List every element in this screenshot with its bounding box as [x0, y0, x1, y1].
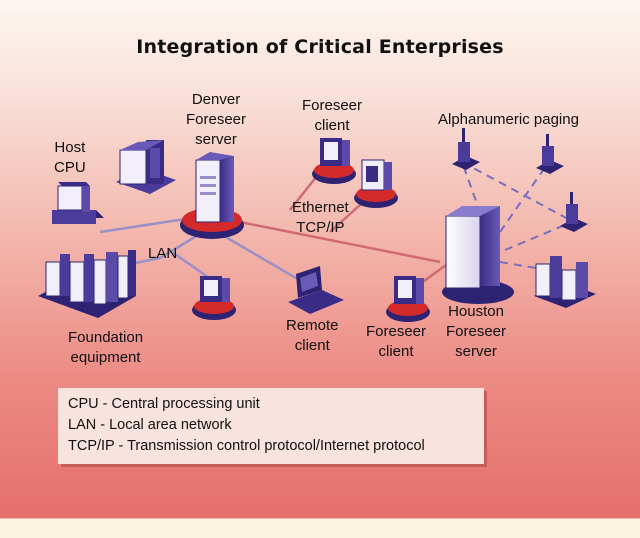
- pager-tower-icon-3: [560, 192, 588, 232]
- link-pager-mesh: [461, 161, 571, 221]
- legend-item-lan: LAN - Local area network: [68, 417, 232, 433]
- foreseer-client-second-icon: [354, 159, 398, 208]
- pager-tower-icon-2: [536, 134, 564, 174]
- pager-tower-icon-1: [452, 128, 480, 170]
- link-houston-to-pager-2: [499, 165, 547, 233]
- host-cpu-icon: [52, 182, 104, 224]
- paging-links: [461, 161, 573, 271]
- foundation-equipment-icon: [38, 250, 136, 318]
- link-houston-to-pager-3: [504, 221, 573, 251]
- diagram-title: Integration of Critical Enterprises: [136, 36, 504, 58]
- rack-tower-icon: [116, 140, 176, 194]
- link-denver-to-houston: [239, 220, 441, 264]
- label-lan: LAN: [148, 245, 178, 262]
- facility-building-icon: [534, 256, 596, 308]
- houston-server-icon: [442, 206, 514, 304]
- denver-server-icon: [180, 152, 244, 239]
- legend-item-cpu: CPU - Central processing unit: [68, 396, 260, 412]
- remote-client-laptop-icon: [288, 266, 344, 314]
- lan-client-pc-icon: [192, 276, 236, 320]
- label-alphanumeric-paging: Alphanumeric paging: [438, 111, 579, 128]
- legend-box: CPU - Central processing unit LAN - Loca…: [58, 388, 484, 464]
- foreseer-client-bottom-icon: [386, 276, 430, 322]
- link-houston-to-bottom-client: [419, 260, 451, 286]
- foreseer-client-top-icon: [312, 138, 356, 184]
- legend-item-tcpip: TCP/IP - Transmission control protocol/I…: [68, 438, 425, 454]
